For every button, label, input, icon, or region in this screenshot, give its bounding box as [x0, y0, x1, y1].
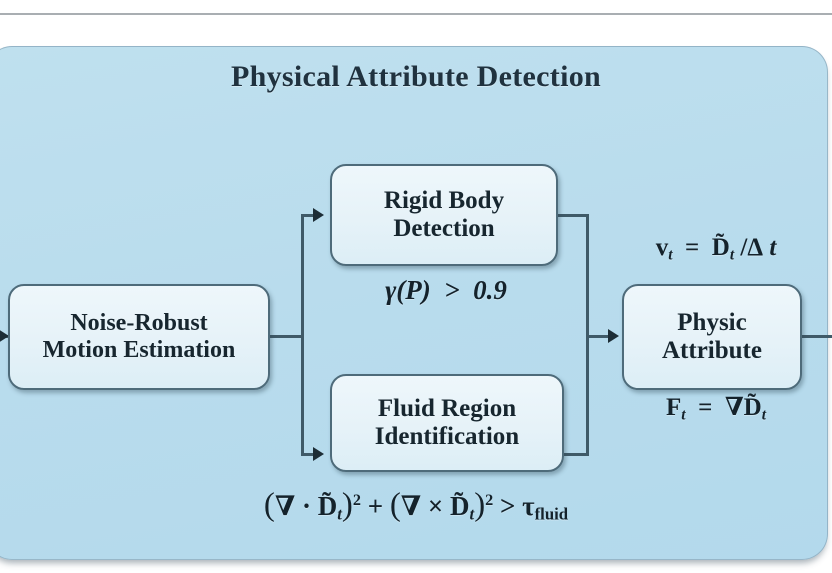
- tau-subscript: fluid: [534, 504, 569, 524]
- relation-operator: =: [685, 234, 700, 261]
- top-divider-rule: [0, 13, 832, 15]
- formula-rigid-threshold: γ(P) > 0.9: [330, 275, 562, 306]
- exponent-1: 2: [352, 490, 361, 509]
- displacement-symbol-1: D̃: [317, 491, 338, 521]
- exponent-2: 2: [485, 490, 494, 509]
- nabla-symbol-2: ∇: [400, 491, 422, 521]
- delta-symbol: Δ: [747, 234, 764, 261]
- relation-operator: =: [698, 394, 713, 421]
- node-label-line1: Noise-Robust: [70, 310, 208, 337]
- merge-stem-line: [586, 335, 614, 338]
- split-trunk-line: [301, 216, 304, 456]
- node-fluid-region-identification[interactable]: Fluid Region Identification: [330, 374, 564, 472]
- time-symbol: t: [769, 234, 777, 261]
- merge-lower-line: [564, 453, 588, 456]
- node-label-line2: Identification: [374, 423, 520, 450]
- open-paren-1: (: [263, 487, 275, 523]
- node-noise-robust-motion-estimation[interactable]: Noise-Robust Motion Estimation: [8, 284, 270, 390]
- gamma-argument: (P): [396, 275, 431, 305]
- node-physic-attribute[interactable]: Physic Attribute: [622, 284, 802, 390]
- displacement-symbol: D̃: [711, 234, 730, 261]
- velocity-symbol: v: [655, 234, 669, 261]
- node-label-line1: Physic: [677, 309, 747, 336]
- gamma-symbol: γ: [385, 275, 397, 305]
- page-title: Physical Attribute Detection: [231, 60, 601, 93]
- formula-force: Ft = ∇D̃t: [600, 392, 832, 424]
- close-paren-1: ): [341, 487, 353, 523]
- rigid-body-arrowhead: [313, 208, 324, 222]
- relation-operator: >: [444, 275, 460, 305]
- output-connector-line: [800, 335, 832, 338]
- nabla-symbol: ∇: [724, 394, 744, 421]
- split-upper-line: [301, 214, 319, 217]
- split-stem-line: [270, 335, 304, 338]
- displacement-symbol: D̃: [743, 394, 762, 421]
- node-label-line2: Motion Estimation: [42, 337, 236, 363]
- displacement-symbol-2: D̃: [450, 491, 470, 521]
- open-paren-2: (: [389, 487, 401, 523]
- dot-operator: ·: [301, 491, 311, 521]
- formula-velocity: vt = D̃t /Δ t: [600, 234, 832, 264]
- physic-attribute-arrowhead: [608, 329, 619, 343]
- cross-operator: ×: [427, 491, 444, 521]
- plus-operator: +: [367, 491, 384, 521]
- input-arrowhead: [0, 329, 9, 343]
- close-paren-2: ): [474, 487, 486, 523]
- node-label-line2: Detection: [393, 215, 495, 242]
- displacement-subscript-2: t: [469, 504, 475, 524]
- velocity-subscript: t: [668, 246, 673, 264]
- node-rigid-body-detection[interactable]: Rigid Body Detection: [330, 164, 558, 266]
- relation-operator: >: [500, 491, 516, 521]
- nabla-symbol-1: ∇: [274, 491, 296, 521]
- node-label-line1: Fluid Region: [377, 395, 517, 422]
- tau-symbol: τ: [522, 491, 535, 521]
- threshold-value: 0.9: [473, 275, 507, 305]
- formula-fluid-threshold: (∇ · D̃t)2 + (∇ × D̃t)2 > τfluid: [0, 487, 832, 525]
- node-label-line2: Attribute: [662, 337, 762, 364]
- fluid-region-arrowhead: [313, 447, 324, 461]
- displacement-subscript: t: [761, 406, 767, 424]
- displacement-subscript: t: [729, 246, 735, 264]
- displacement-subscript-1: t: [337, 504, 342, 524]
- split-lower-line: [301, 453, 319, 456]
- division-operator: /: [740, 234, 748, 261]
- node-label-line1: Rigid Body: [383, 187, 505, 214]
- merge-upper-line: [558, 214, 588, 217]
- force-symbol: F: [665, 394, 682, 421]
- force-subscript: t: [681, 406, 686, 424]
